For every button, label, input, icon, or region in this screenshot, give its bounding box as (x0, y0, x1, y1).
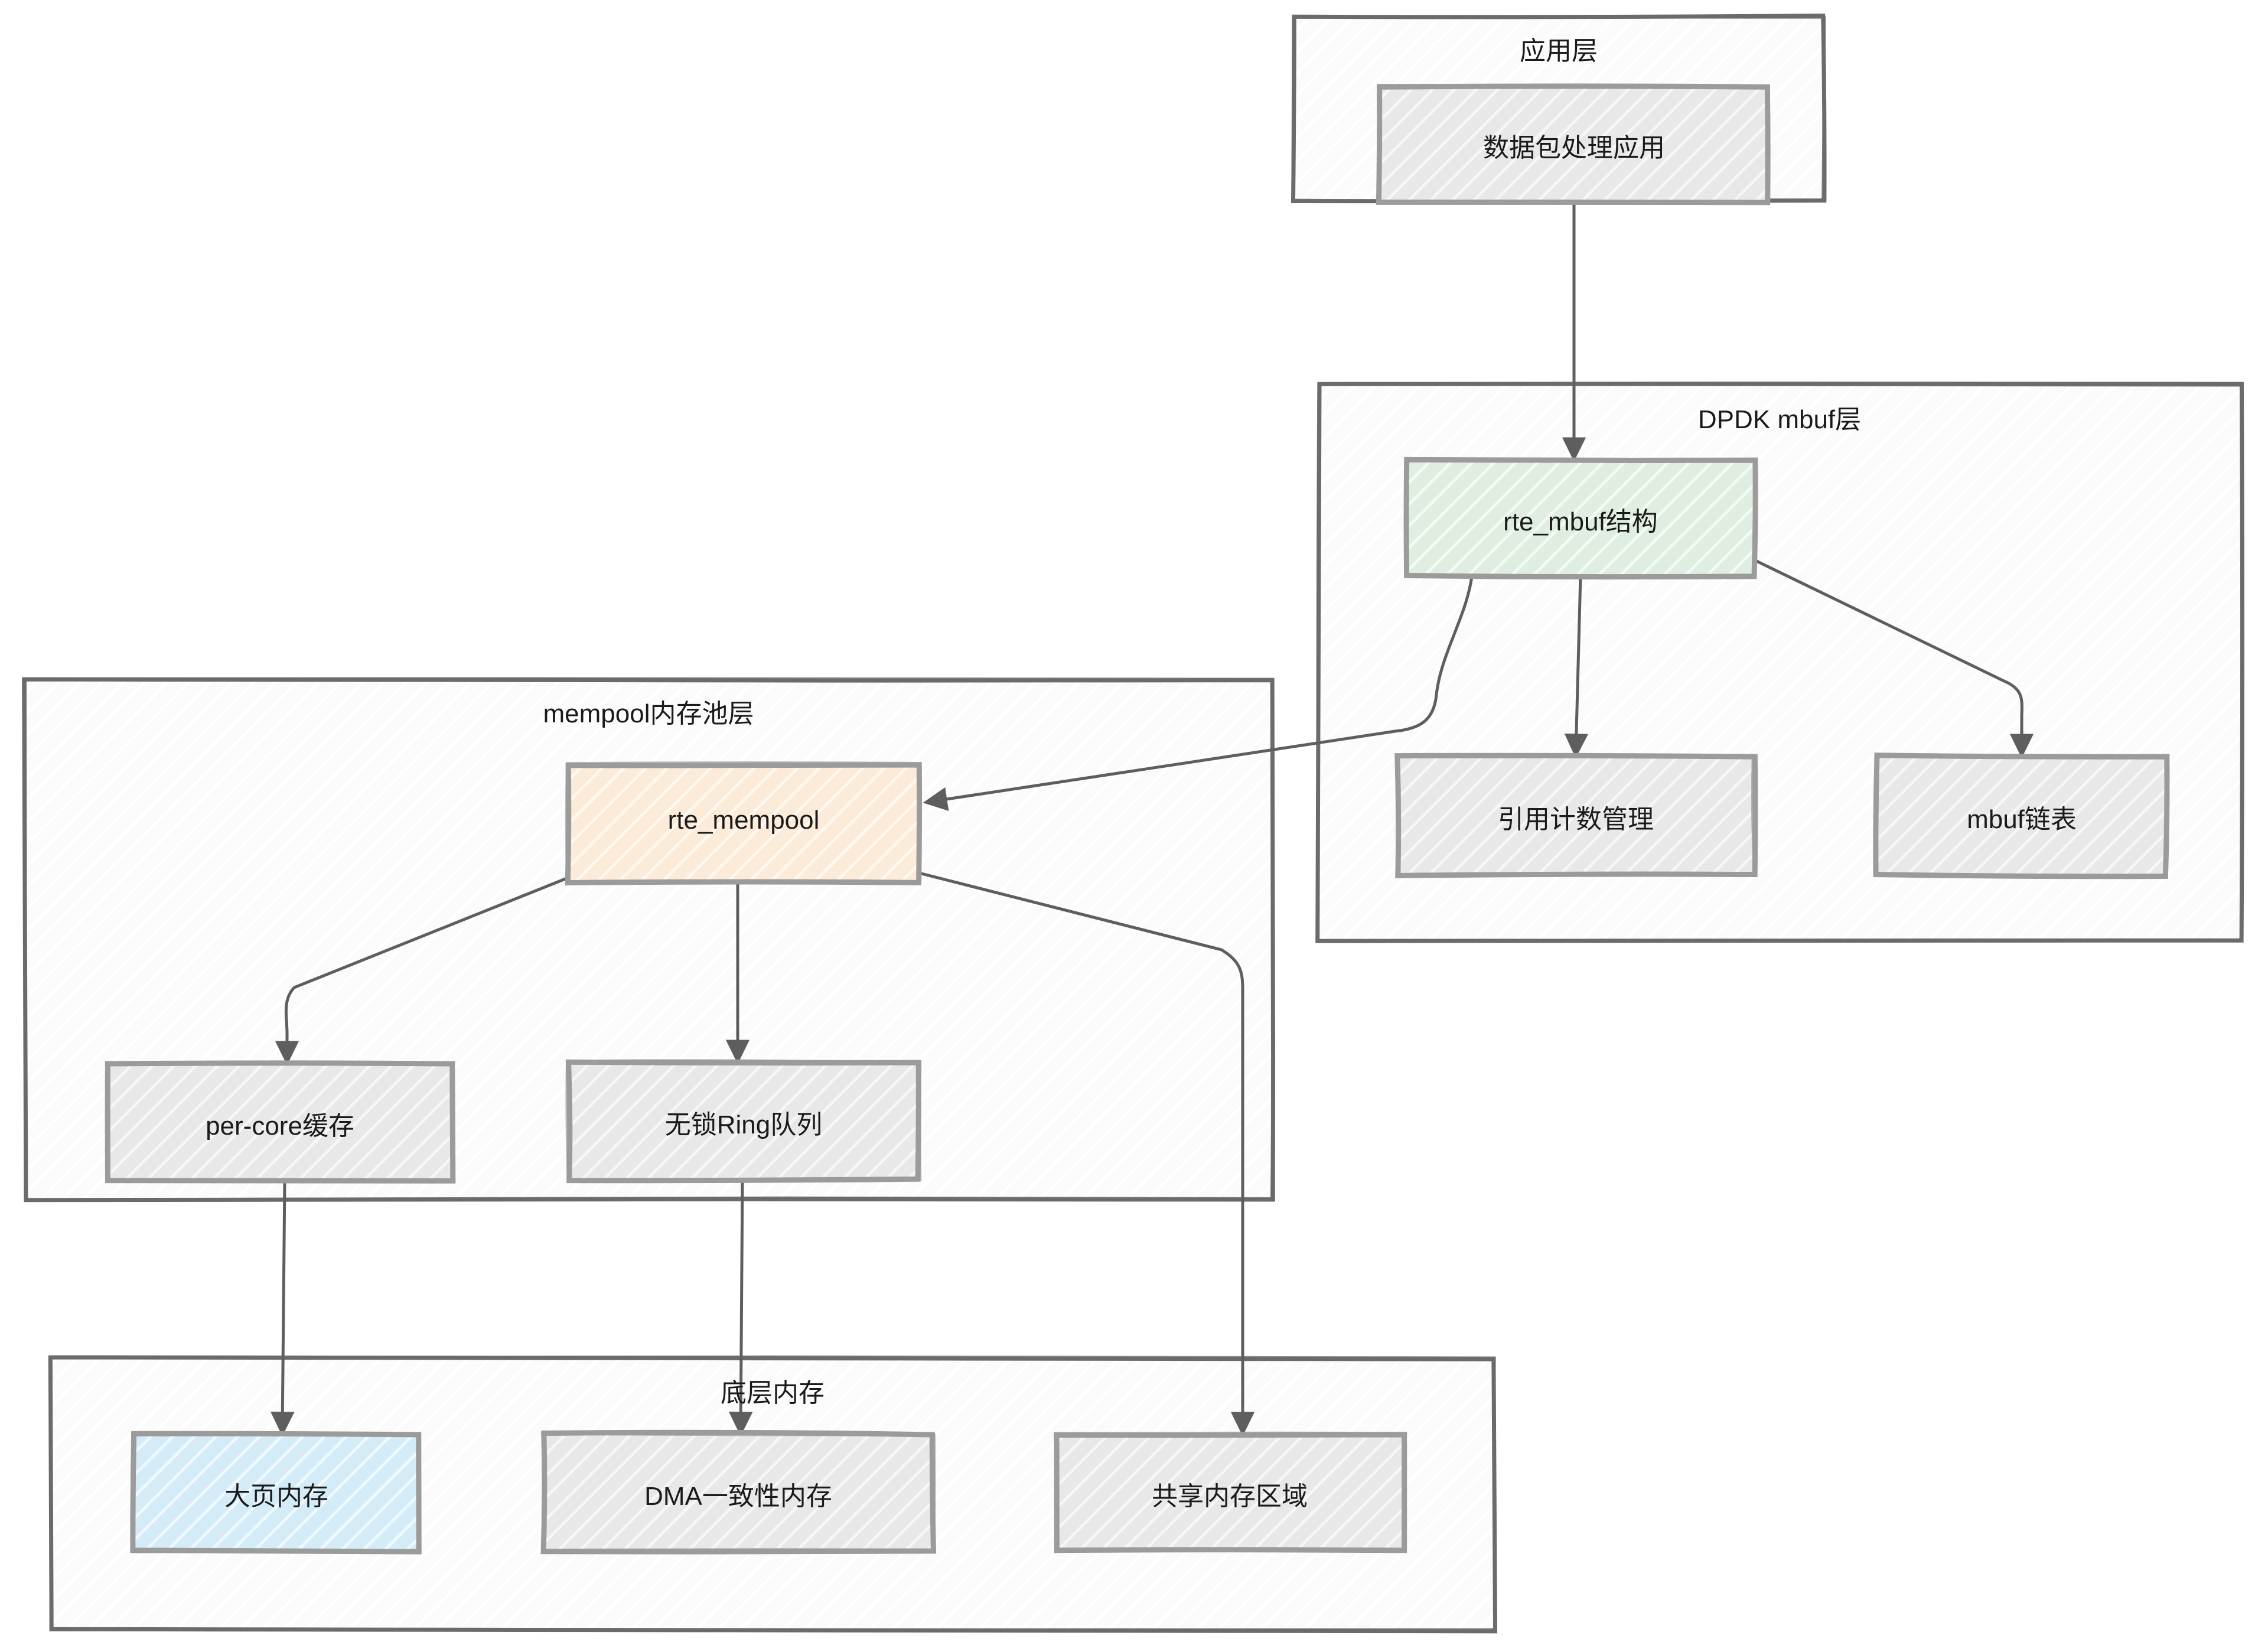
edge-e-mbuf-to-refcount (1564, 575, 1589, 758)
edge-e-mempool-to-cache (275, 874, 576, 1066)
node-rte-mbuf[interactable] (1403, 457, 1758, 580)
edge-e-mbuf-to-mempool (923, 575, 1474, 811)
edge-e-ring-to-dma (728, 1178, 753, 1436)
node-dma-coherent-memory[interactable] (540, 1429, 937, 1555)
node-rte-mempool[interactable] (565, 761, 923, 886)
edge-e-cache-to-hugepage (271, 1180, 295, 1436)
edge-e-mempool-to-shared (917, 871, 1255, 1436)
node-per-core-cache[interactable] (105, 1060, 456, 1184)
node-mbuf-chain[interactable] (1873, 752, 2170, 879)
node-hugepage-memory[interactable] (130, 1431, 422, 1555)
edge-e-mbuf-to-chain (1752, 558, 2034, 758)
node-shared-memory-zone[interactable] (1053, 1431, 1407, 1553)
node-packet-app[interactable] (1376, 83, 1771, 206)
node-refcount-mgmt[interactable] (1394, 752, 1758, 879)
node-lockless-ring[interactable] (565, 1059, 922, 1184)
